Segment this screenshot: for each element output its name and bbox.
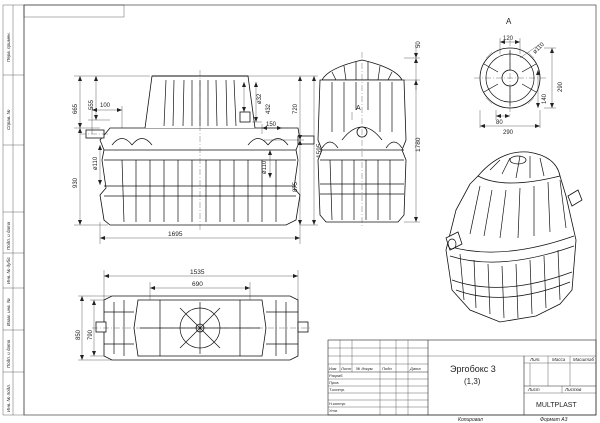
tb-col-list: Лист	[340, 366, 352, 371]
detail-view: A	[474, 17, 564, 136]
dim-690: 690	[192, 281, 203, 288]
isometric-view	[445, 151, 583, 323]
dim-150: 150	[266, 122, 277, 128]
tb-sheet: Лист	[527, 387, 540, 392]
tb-row: Т.контр.	[329, 387, 345, 392]
section-marker: A	[356, 105, 361, 112]
side-stamps: Перв. примен. Справ. № Подп. и дата Инв.…	[6, 32, 11, 412]
dim-d110-detail: ø110	[532, 41, 546, 55]
tb-col-date: Дата	[409, 366, 421, 371]
dim-1695: 1695	[168, 231, 183, 238]
tb-sheets: Листов	[564, 387, 582, 392]
dim-720: 720	[293, 103, 299, 114]
stamp-label: Подп. и дата	[6, 339, 11, 368]
tb-row: Утв.	[329, 408, 338, 413]
stamp-label: Инв. № дубл.	[6, 256, 11, 284]
tb-scale: Масштаб	[573, 357, 594, 362]
dim-790: 790	[88, 329, 94, 340]
dim-d110-right: ø110	[262, 160, 268, 174]
company-name: MULTPLAST	[536, 402, 577, 409]
front-view: 665 555 100 930 ø110 1695 1595 720	[73, 70, 323, 244]
dim-432: 432	[266, 103, 272, 114]
dim-290-bottom: 290	[503, 130, 514, 136]
dim-1780: 1780	[415, 137, 422, 152]
tb-row: Пров.	[329, 380, 340, 385]
dim-930: 930	[73, 177, 79, 188]
stamp-label: Справ. №	[6, 109, 11, 130]
tb-row: Н.контр.	[329, 401, 346, 406]
stamp-label: Перв. примен.	[6, 32, 11, 62]
tb-mass: Масса	[552, 357, 566, 362]
dim-50: 50	[416, 41, 422, 48]
dim-555: 555	[89, 99, 95, 110]
tb-col-doc: № докум.	[356, 366, 374, 371]
dim-875: 875	[293, 181, 299, 192]
stamp-label: Подп. и дата	[6, 221, 11, 250]
tb-row: Разраб.	[329, 373, 343, 378]
dim-665: 665	[73, 103, 79, 114]
dim-120: 120	[503, 36, 514, 42]
tb-col-sign: Подп.	[382, 366, 393, 371]
side-view: A 50 1780	[317, 41, 422, 228]
sheet-frame	[2, 4, 597, 416]
dim-1535: 1535	[190, 269, 205, 276]
footer-copied: Копировал	[458, 417, 483, 423]
stamp-label: Инв. № подл.	[6, 384, 11, 412]
detail-title: A	[506, 17, 512, 26]
dim-850: 850	[76, 329, 82, 340]
product-sub: (1,3)	[464, 377, 481, 386]
dim-d110-left: ø110	[93, 156, 99, 170]
dim-d32: ø32	[257, 93, 263, 104]
title-block: Изм Лист № докум. Подп. Дата Разраб. Про…	[327, 339, 597, 416]
tb-lit: Лит.	[529, 357, 541, 362]
dim-80: 80	[496, 120, 503, 126]
dim-140: 140	[542, 93, 548, 104]
stamp-label: Взам. инв. №	[6, 298, 11, 326]
dim-100: 100	[100, 103, 111, 109]
tb-col-izm: Изм	[329, 366, 337, 371]
product-name: Эргобокс 3	[450, 364, 496, 374]
footer-format: Формат А3	[540, 417, 568, 423]
plan-view: 1535 690 850 790	[76, 269, 312, 361]
dim-290-side: 290	[558, 81, 564, 92]
dim-1595: 1595	[316, 143, 323, 158]
